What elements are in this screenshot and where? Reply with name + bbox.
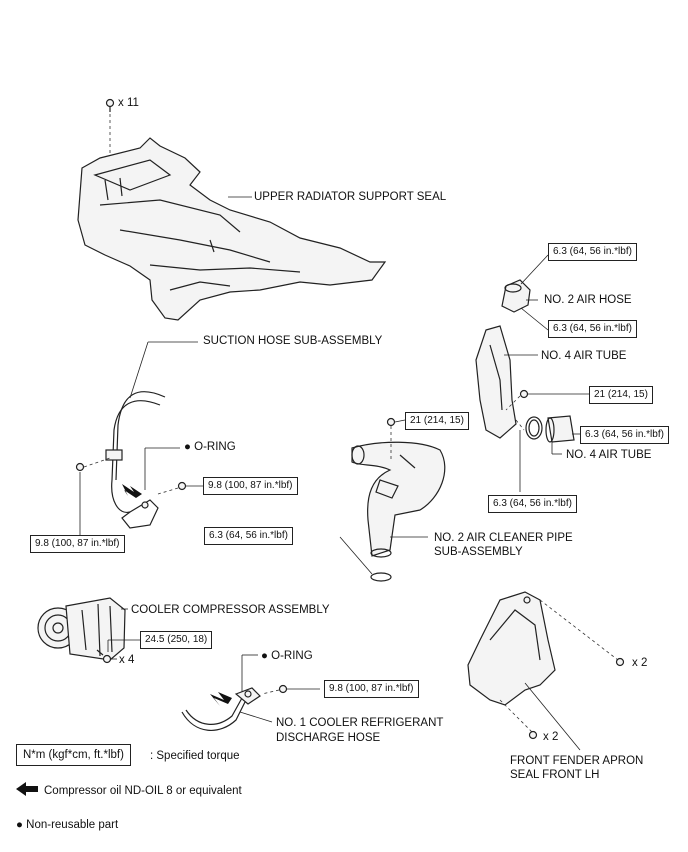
suction-hose-assembly — [105, 341, 198, 529]
suction-hose-label: SUCTION HOSE SUB-ASSEMBLY — [203, 335, 383, 347]
front-fender-apron-seal — [467, 591, 581, 751]
compressor-bolt-icon — [96, 649, 112, 664]
bolt-icon — [278, 684, 288, 694]
cooler-compressor — [37, 597, 128, 661]
bolt-icon — [528, 730, 538, 740]
legend-torque-unit-box: N*m (kgf*cm, ft.*lbf) — [16, 744, 131, 766]
legend-nonreusable-desc: ● Non-reusable part — [16, 819, 119, 831]
torque-box-21-mid: 21 (214, 15) — [405, 412, 469, 430]
legend-oil-desc: Compressor oil ND-OIL 8 or equivalent — [44, 785, 242, 797]
o-ring-pipe — [370, 572, 392, 582]
torque-box-suction-right: 9.8 (100, 87 in.*lbf) — [203, 477, 298, 495]
top-bolt-icon — [105, 98, 115, 112]
bolt-icon — [75, 462, 85, 472]
fender-apron-label-line1: FRONT FENDER APRON — [510, 755, 644, 767]
fender-apron-label-line2: SEAL FRONT LH — [510, 769, 600, 781]
bolt-icon — [519, 389, 529, 399]
no4-air-tube-short — [545, 415, 575, 443]
o-ring-label-2: ● O-RING — [261, 650, 313, 662]
bolt-icon — [615, 657, 625, 667]
oil-arrow-icon-1 — [122, 484, 142, 498]
bolt-icon — [177, 481, 187, 491]
compressor-bolt-quantity: x 4 — [119, 654, 135, 666]
no2-air-cleaner-pipe-label-line1: NO. 2 AIR CLEANER PIPE — [434, 532, 573, 544]
torque-box-discharge: 9.8 (100, 87 in.*lbf) — [324, 680, 419, 698]
legend-torque-desc: : Specified torque — [150, 750, 240, 762]
no2-air-hose-label: NO. 2 AIR HOSE — [544, 294, 632, 306]
no2-air-hose — [501, 254, 549, 331]
discharge-hose-label-line2: DISCHARGE HOSE — [276, 732, 381, 744]
torque-box-21-right: 21 (214, 15) — [589, 386, 653, 404]
no4-air-tube-label-2: NO. 4 AIR TUBE — [566, 449, 652, 461]
oil-arrow-icon-2 — [210, 692, 232, 706]
torque-box-air-tube-lower: 6.3 (64, 56 in.*lbf) — [488, 495, 577, 513]
bolt-quantity-label: x 11 — [118, 97, 139, 109]
cooler-compressor-label: COOLER COMPRESSOR ASSEMBLY — [131, 604, 330, 616]
torque-box-cleaner-pipe: 6.3 (64, 56 in.*lbf) — [204, 527, 293, 545]
torque-box-suction-left: 9.8 (100, 87 in.*lbf) — [30, 535, 125, 553]
upper-radiator-support-seal-label: UPPER RADIATOR SUPPORT SEAL — [254, 191, 447, 203]
torque-box-compressor: 24.5 (250, 18) — [140, 631, 213, 649]
bolt-icon — [386, 417, 396, 427]
torque-box-air-hose-top: 6.3 (64, 56 in.*lbf) — [548, 243, 637, 261]
clamp-ring — [525, 416, 543, 440]
o-ring-label-1: ● O-RING — [184, 441, 236, 453]
upper-radiator-support-seal — [77, 137, 387, 321]
discharge-hose-label-line1: NO. 1 COOLER REFRIGERANT — [276, 717, 444, 729]
no2-air-cleaner-pipe-label-line2: SUB-ASSEMBLY — [434, 546, 523, 558]
fender-bolt-quantity-2: x 2 — [543, 731, 559, 743]
legend-oil-arrow-icon — [16, 782, 38, 796]
fender-bolt-quantity-1: x 2 — [632, 657, 648, 669]
no4-air-tube-label-1: NO. 4 AIR TUBE — [541, 350, 627, 362]
torque-box-air-tube-clamp: 6.3 (64, 56 in.*lbf) — [580, 426, 669, 444]
no4-air-tube — [475, 325, 538, 439]
no2-air-cleaner-pipe — [351, 441, 446, 558]
torque-box-air-hose-bottom: 6.3 (64, 56 in.*lbf) — [548, 320, 637, 338]
